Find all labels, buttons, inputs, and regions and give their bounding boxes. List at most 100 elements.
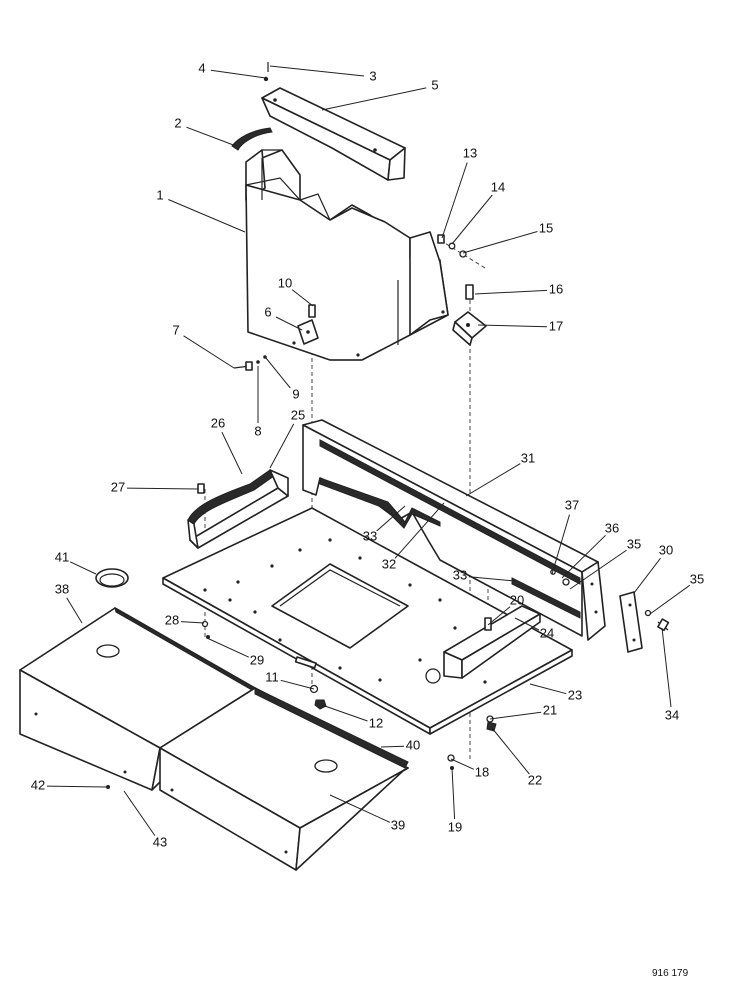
callout-18: 18 — [475, 764, 489, 779]
callout-27: 27 — [111, 479, 125, 494]
leader-6 — [275, 316, 303, 331]
leader-37 — [551, 514, 570, 575]
leader-41 — [69, 561, 97, 575]
leader-18 — [450, 758, 475, 770]
screw-10 — [308, 304, 316, 318]
callout-32: 32 — [382, 556, 396, 571]
bolt-7 — [233, 355, 267, 371]
part-1-console-housing — [245, 149, 449, 361]
screw-34 — [644, 609, 670, 632]
part-41-plug — [95, 568, 129, 588]
part-30-side-plate — [619, 591, 643, 653]
callout-35: 35 — [690, 571, 704, 586]
callout-43: 43 — [153, 834, 167, 849]
callout-leaders — [46, 65, 690, 836]
screw-42 — [106, 785, 110, 789]
callout-21: 21 — [543, 702, 557, 717]
callout-39: 39 — [391, 817, 405, 832]
callout-30: 30 — [659, 542, 673, 557]
leader-35 — [569, 549, 627, 590]
leader-33 — [468, 576, 516, 582]
leader-31 — [465, 463, 521, 497]
screw-20 — [484, 617, 492, 631]
part-24-angle-strip — [443, 605, 541, 679]
leader-39 — [329, 794, 391, 823]
leader-23 — [529, 683, 567, 695]
callout-22: 22 — [528, 772, 542, 787]
part-38-left-cover — [19, 606, 256, 791]
callout-36: 36 — [605, 520, 619, 535]
callout-25: 25 — [291, 407, 305, 422]
callout-28: 28 — [165, 612, 179, 627]
part-17-angle-bracket — [452, 311, 487, 346]
callout-13: 13 — [463, 145, 477, 160]
callout-7: 7 — [172, 322, 179, 337]
callout-12: 12 — [369, 715, 383, 730]
callout-15: 15 — [539, 220, 553, 235]
callout-5: 5 — [431, 77, 438, 92]
callout-35: 35 — [627, 536, 641, 551]
callout-38: 38 — [55, 581, 69, 596]
leader-9 — [265, 357, 291, 389]
callout-9: 9 — [292, 386, 299, 401]
callout-31: 31 — [521, 450, 535, 465]
callout-26: 26 — [211, 415, 225, 430]
callout-34: 34 — [665, 707, 679, 722]
leader-24 — [514, 617, 540, 631]
callout-37: 37 — [565, 497, 579, 512]
screw-27 — [197, 483, 205, 494]
leader-13 — [441, 162, 468, 239]
leader-16 — [474, 289, 548, 295]
leader-22 — [491, 727, 530, 775]
leader-26 — [221, 431, 243, 475]
leader-42 — [46, 785, 107, 788]
drawing-number: 916 179 — [652, 968, 689, 979]
part-26-side-trim — [187, 469, 289, 549]
callout-41: 41 — [55, 549, 69, 564]
callout-labels: 1234567891011121314151617181920212223242… — [31, 60, 704, 849]
leader-15 — [462, 231, 538, 254]
callout-23: 23 — [568, 687, 582, 702]
leader-17 — [477, 324, 548, 328]
leader-20 — [487, 606, 511, 626]
callout-10: 10 — [278, 275, 292, 290]
callout-17: 17 — [549, 318, 563, 333]
leader-38 — [66, 597, 83, 624]
callout-6: 6 — [264, 304, 271, 319]
callout-20: 20 — [510, 592, 524, 607]
callout-19: 19 — [448, 819, 462, 834]
leader-27 — [126, 487, 199, 490]
leader-1 — [168, 199, 246, 233]
part-2-edge-trim — [231, 127, 273, 151]
leader-5 — [321, 87, 427, 111]
callout-33: 33 — [363, 528, 377, 543]
leader-36 — [561, 534, 606, 579]
leader-14 — [451, 194, 493, 245]
part-5-top-cover — [261, 87, 406, 181]
leader-21 — [489, 711, 542, 720]
callout-24: 24 — [540, 625, 554, 640]
callout-4: 4 — [198, 60, 205, 75]
leader-35 — [649, 584, 690, 615]
part-39-right-cover — [159, 687, 409, 871]
callout-16: 16 — [549, 281, 563, 296]
callout-8: 8 — [254, 423, 261, 438]
callout-33: 33 — [453, 567, 467, 582]
part-31-rear-panel — [302, 419, 606, 641]
callout-3: 3 — [369, 68, 376, 83]
leader-40 — [380, 745, 405, 748]
leader-11 — [280, 679, 315, 690]
leader-2 — [186, 126, 237, 147]
leader-30 — [633, 557, 661, 594]
leader-28 — [180, 621, 205, 624]
callout-1: 1 — [156, 187, 163, 202]
leader-7 — [183, 335, 235, 369]
callout-14: 14 — [491, 179, 505, 194]
callout-11: 11 — [265, 669, 279, 684]
callout-29: 29 — [250, 652, 264, 667]
leader-19 — [451, 767, 456, 820]
leader-33 — [376, 505, 406, 532]
leader-4 — [210, 69, 267, 79]
leader-25 — [269, 423, 295, 469]
